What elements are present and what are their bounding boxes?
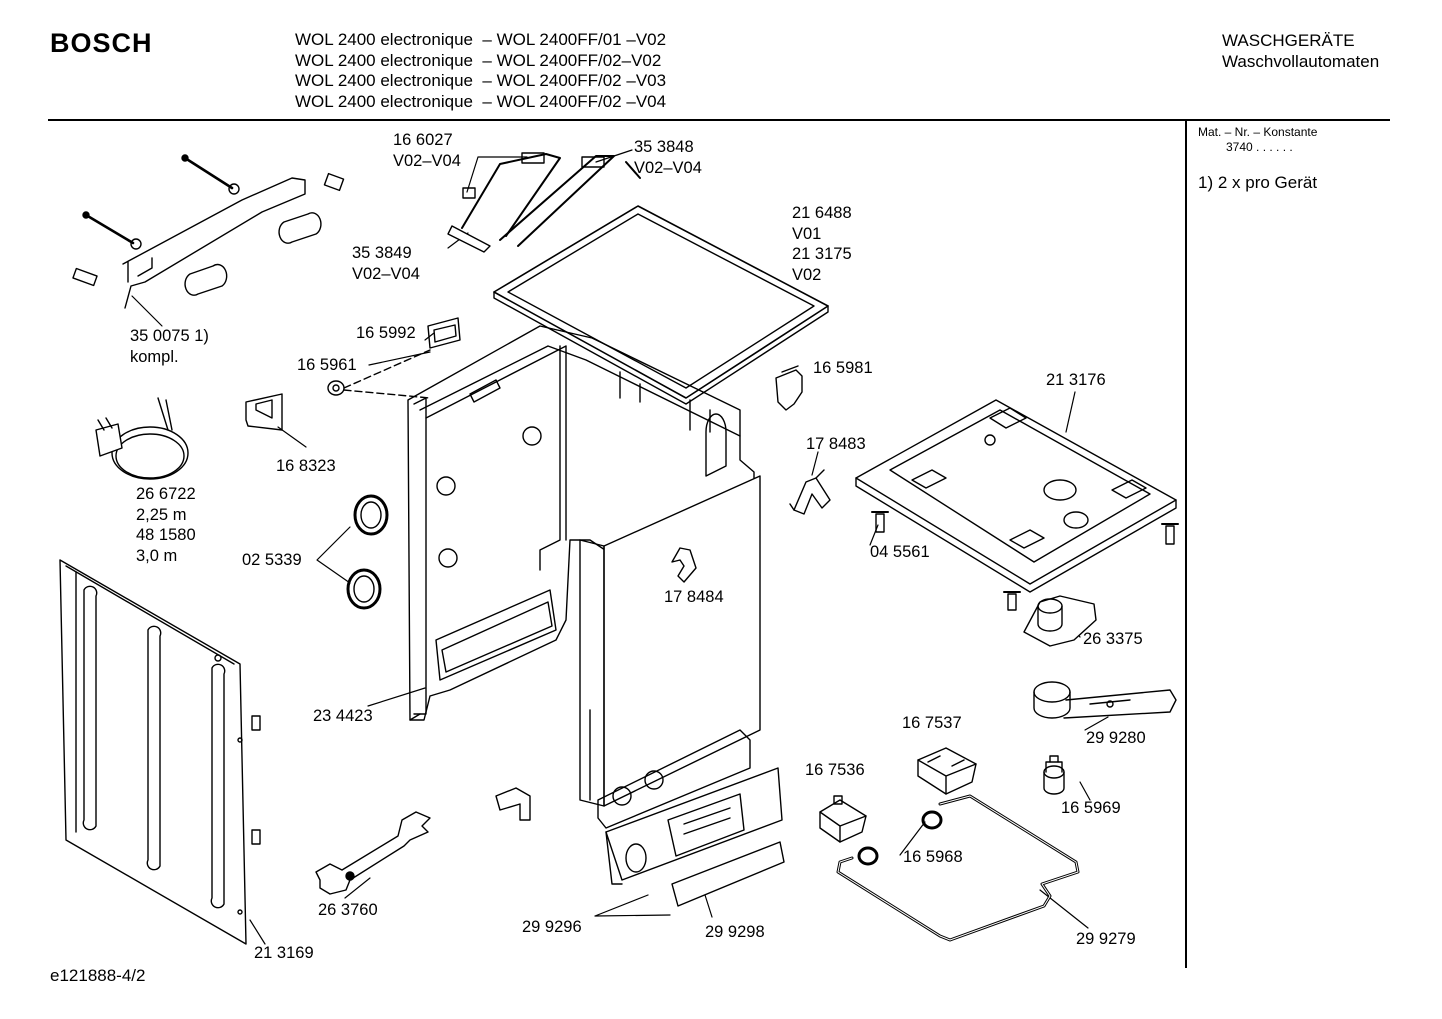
small-parts-upper <box>245 317 803 431</box>
part-label-29-9279: 29 9279 <box>1076 930 1136 948</box>
constant-label: Mat. – Nr. – Konstante <box>1198 125 1318 139</box>
model-list: WOL 2400 electronique – WOL 2400FF/01 –V… <box>295 30 666 113</box>
bracket-assembly-35-0075 <box>72 154 345 309</box>
category-title: WASCHGERÄTE <box>1222 31 1355 50</box>
clips-17-8483-17-8484 <box>671 469 831 583</box>
part-26-3375 <box>1023 595 1097 647</box>
part-16-5969 <box>1043 755 1065 795</box>
control-panel-29-9296 <box>605 767 785 907</box>
part-label-02-5339: 02 5339 <box>242 551 302 569</box>
part-label-21-3176: 21 3176 <box>1046 371 1106 389</box>
footnote: 1) 2 x pro Gerät <box>1198 173 1318 192</box>
part-label-29-9280: 29 9280 <box>1086 729 1146 747</box>
model-line: WOL 2400 electronique – WOL 2400FF/02–V0… <box>295 50 662 70</box>
wrench-26-3760 <box>315 811 431 895</box>
model-line: WOL 2400 electronique – WOL 2400FF/01 –V… <box>295 30 667 49</box>
part-label-16-7536: 16 7536 <box>805 761 865 779</box>
part-label-29-9296: 29 9296 <box>522 918 582 936</box>
model-line: WOL 2400 electronique – WOL 2400FF/02 –V… <box>295 92 667 112</box>
side-panel-21-3169 <box>59 559 261 945</box>
category-subtitle: Waschvollautomaten <box>1222 52 1380 71</box>
constant-value: 3740 . . . . . . <box>1226 140 1293 154</box>
part-label-21-3169: 21 3169 <box>254 944 314 962</box>
model-line: WOL 2400 electronique – WOL 2400FF/02 –V… <box>295 71 667 91</box>
part-29-9280 <box>1033 681 1177 719</box>
small-bracket <box>495 787 531 821</box>
part-label-16-7537: 16 7537 <box>902 714 962 732</box>
part-label-16-8323: 16 8323 <box>276 457 336 475</box>
front-panel <box>579 475 761 829</box>
sidebar-divider <box>1185 120 1187 968</box>
part-label-35-0075: 35 0075 1)kompl. <box>130 327 209 366</box>
mains-cable-26-6722 <box>95 397 189 480</box>
drawing-id: e121888-4/2 <box>50 966 146 985</box>
header-divider <box>48 119 1390 121</box>
part-label-16-5968: 16 5968 <box>903 848 963 866</box>
part-label-16-5981: 16 5981 <box>813 359 873 377</box>
screws-04-5561 <box>871 511 1179 611</box>
part-label-26-3375: 26 3375 <box>1083 630 1143 648</box>
category-block: WASCHGERÄTE Waschvollautomaten <box>1222 30 1379 72</box>
cabinet-23-4423 <box>407 325 755 721</box>
part-label-16-5969: 16 5969 <box>1061 799 1121 817</box>
constant-block: Mat. – Nr. – Konstante 3740 . . . . . . <box>1198 125 1317 155</box>
part-label-04-5561: 04 5561 <box>870 543 930 561</box>
brand-logo: BOSCH <box>50 28 153 58</box>
top-rails-and-clips <box>447 152 641 253</box>
door-seals-02-5339 <box>346 494 389 610</box>
part-label-16-5961: 16 5961 <box>297 356 357 374</box>
part-label-23-4423: 23 4423 <box>313 707 373 725</box>
base-frame-21-3176 <box>855 399 1177 593</box>
part-label-26-3760: 26 3760 <box>318 901 378 919</box>
part-label-17-8484: 17 8484 <box>664 588 724 606</box>
part-label-29-9298: 29 9298 <box>705 923 765 941</box>
worktop-21-6488 <box>493 205 829 405</box>
part-label-16-5992: 16 5992 <box>356 324 416 342</box>
wire-loop-29-9279 <box>836 794 1080 942</box>
knobs-16-5968 <box>857 810 943 866</box>
parts-16-7537-16-7536 <box>819 747 977 843</box>
part-label-17-8483: 17 8483 <box>806 435 866 453</box>
